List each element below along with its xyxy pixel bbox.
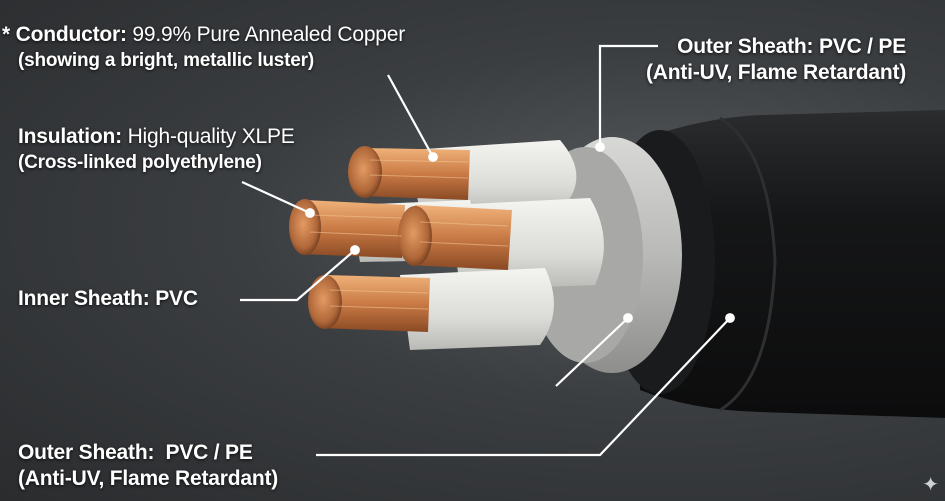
- insulation-dot: [305, 208, 315, 218]
- insulation-leader: [241, 180, 311, 215]
- outer-top-leader: [598, 44, 658, 147]
- conductor-leader: [387, 74, 434, 158]
- conductor-note: (showing a bright, metallic luster): [18, 50, 314, 71]
- outer-top-note: (Anti-UV, Flame Retardant): [646, 61, 907, 84]
- outer-sheath-bottom-label: Outer Sheath: PVC / PE (Anti-UV, Flame R…: [18, 440, 278, 492]
- insulation-note: (Cross-linked polyethylene): [18, 152, 262, 173]
- insulation-title: Insulation:: [18, 125, 128, 148]
- outer-top-title: Outer Sheath:: [677, 35, 819, 58]
- inner-sheath-leader: [240, 249, 356, 302]
- copper-conductors: [289, 146, 512, 332]
- conductor-title: Conductor:: [15, 23, 133, 46]
- leader-lines: [240, 44, 735, 457]
- insulation-value: High-quality XLPE: [127, 125, 295, 148]
- outer-sheath-top-label: Outer Sheath: PVC / PE (Anti-UV, Flame R…: [646, 34, 906, 86]
- outer-bottom-value: PVC / PE: [165, 441, 253, 464]
- inner-sheath-value: PVC: [155, 287, 198, 310]
- inner-sheath-label: Inner Sheath: PVC: [18, 286, 198, 312]
- conductor-dot: [428, 152, 438, 162]
- conductor-value: 99.9% Pure Annealed Copper: [132, 23, 406, 46]
- outer-bottom-dot: [725, 313, 735, 323]
- sparkle-icon: ✦: [922, 474, 939, 496]
- outer-bottom-title: Outer Sheath:: [18, 441, 166, 464]
- conductor-label: * Conductor: 99.9% Pure Annealed Copper …: [2, 22, 405, 74]
- insulation-label: Insulation: High-quality XLPE (Cross-lin…: [18, 124, 295, 176]
- inner-sheath-pointer: [555, 317, 629, 387]
- conductor-asterisk: *: [2, 23, 16, 46]
- outer-top-dot: [595, 142, 605, 152]
- outer-bottom-leader: [316, 317, 731, 457]
- inner-sheath-title: Inner Sheath:: [18, 287, 156, 310]
- outer-bottom-note: (Anti-UV, Flame Retardant): [18, 467, 279, 490]
- outer-top-value: PVC / PE: [818, 35, 907, 58]
- inner-sheath-dot: [350, 245, 360, 255]
- inner-sheath-pointer-dot: [623, 313, 633, 323]
